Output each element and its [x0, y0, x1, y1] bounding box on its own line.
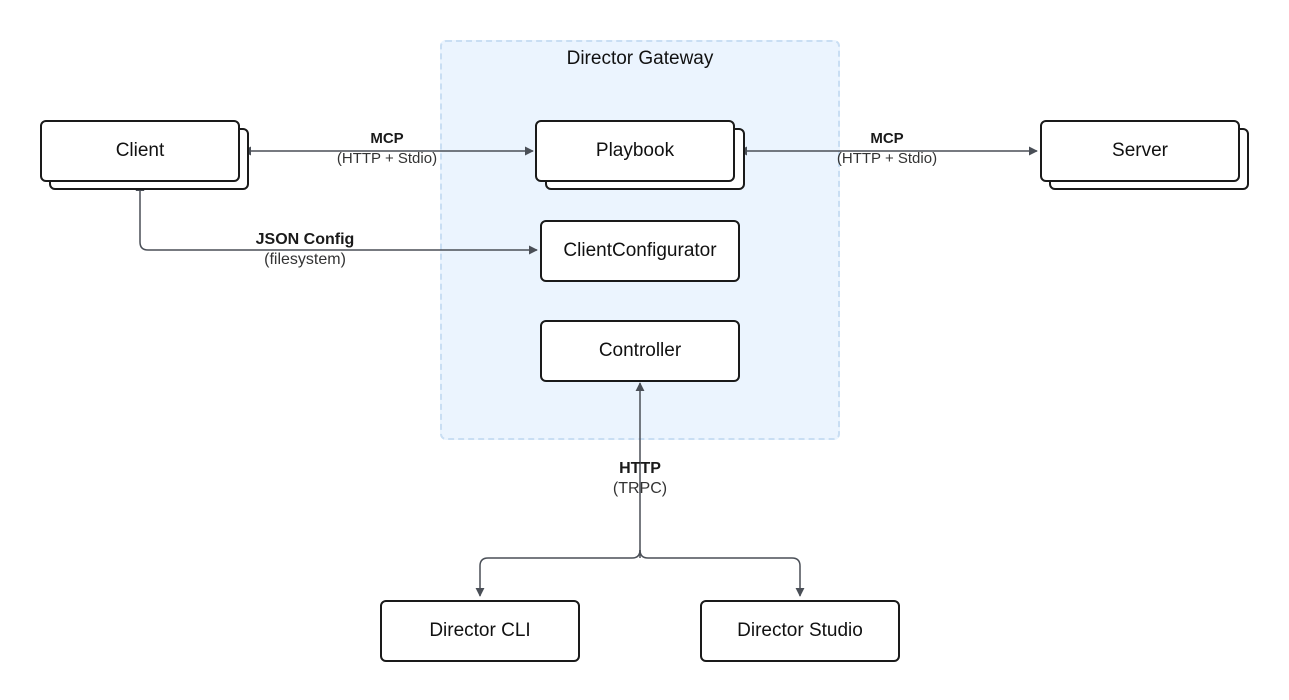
edge-label-config: JSON Config (filesystem) [235, 230, 375, 270]
edge-detail-client-playbook: (HTTP + Stdio) [336, 150, 438, 167]
client-configurator-node[interactable]: ClientConfigurator [540, 220, 740, 282]
edge-config [135, 182, 538, 255]
director-studio-label: Director Studio [737, 620, 863, 641]
director-gateway-title: Director Gateway [566, 48, 714, 69]
server-label: Server [1112, 140, 1168, 161]
edge-branch-cli [475, 549, 641, 597]
controller-node[interactable]: Controller [540, 320, 740, 382]
edge-branch-studio [639, 549, 805, 597]
edge-protocol-config: JSON Config [255, 231, 355, 248]
edge-detail-config: (filesystem) [264, 251, 346, 268]
edge-protocol-client-playbook: MCP [370, 130, 404, 147]
director-cli-node[interactable]: Director CLI [380, 600, 580, 662]
playbook-label: Playbook [595, 140, 675, 161]
edge-label-controller-http: HTTP (TRPC) [580, 459, 700, 499]
director-cli-label: Director CLI [429, 620, 531, 641]
director-studio-node[interactable]: Director Studio [700, 600, 900, 662]
client-node[interactable]: Client [40, 120, 240, 182]
edge-protocol-controller-http: HTTP [619, 460, 661, 477]
controller-label: Controller [598, 340, 682, 361]
edge-protocol-playbook-server: MCP [870, 130, 904, 147]
edge-detail-playbook-server: (HTTP + Stdio) [836, 150, 938, 167]
server-node[interactable]: Server [1040, 120, 1240, 182]
client-configurator-label: ClientConfigurator [563, 240, 717, 261]
edge-label-client-playbook: MCP (HTTP + Stdio) [317, 129, 457, 169]
edge-label-playbook-server: MCP (HTTP + Stdio) [817, 129, 957, 169]
edge-detail-controller-http: (TRPC) [612, 480, 668, 497]
playbook-node[interactable]: Playbook [535, 120, 735, 182]
client-label: Client [115, 140, 165, 161]
